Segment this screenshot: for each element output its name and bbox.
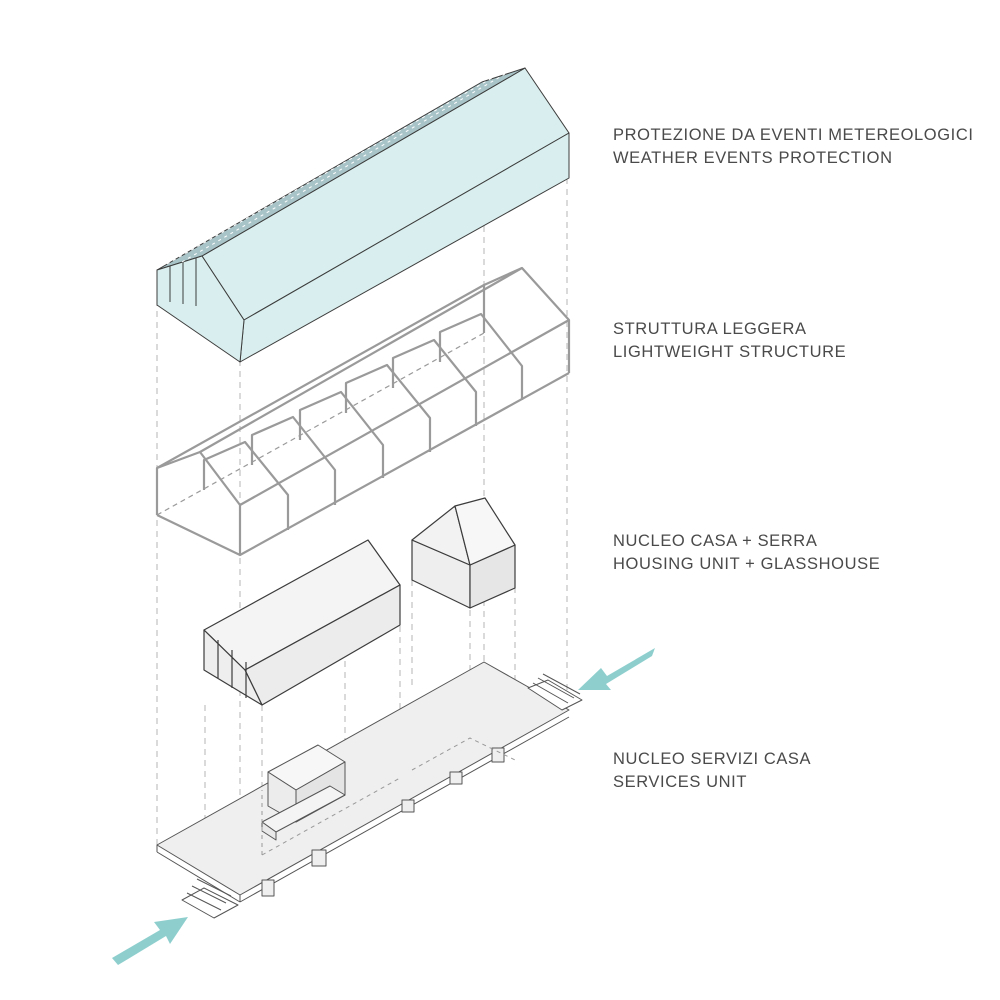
housing-layer — [203, 497, 516, 706]
stairs-front — [181, 878, 239, 919]
structure-layer — [155, 266, 571, 557]
platform-deck — [156, 661, 570, 896]
label-structure-italian: STRUTTURA LEGGERA — [613, 320, 807, 338]
label-roof-english: WEATHER EVENTS PROTECTION — [613, 149, 893, 167]
roof-layer — [156, 67, 570, 363]
services-layer — [156, 661, 583, 919]
label-services-italian: NUCLEO SERVIZI CASA — [613, 750, 812, 768]
label-services: NUCLEO SERVIZI CASA SERVICES UNIT — [613, 748, 811, 794]
housing-unit-roof-b — [454, 497, 516, 566]
roof-end-gable — [156, 255, 245, 363]
label-housing: NUCLEO CASA + SERRA HOUSING UNIT + GLASS… — [613, 530, 880, 576]
entry-arrow-icon — [112, 917, 188, 965]
label-roof-italian: PROTEZIONE DA EVENTI METEREOLOGICI — [613, 126, 974, 144]
label-services-english: SERVICES UNIT — [613, 773, 748, 791]
label-housing-italian: NUCLEO CASA + SERRA — [613, 532, 818, 550]
label-structure: STRUTTURA LEGGERA LIGHTWEIGHT STRUCTURE — [613, 318, 846, 364]
label-housing-english: HOUSING UNIT + GLASSHOUSE — [613, 555, 881, 573]
stairs-back — [527, 673, 583, 711]
entry-arrow-icon — [578, 648, 655, 690]
label-structure-english: LIGHTWEIGHT STRUCTURE — [613, 343, 847, 361]
label-roof: PROTEZIONE DA EVENTI METEREOLOGICI WEATH… — [613, 124, 974, 170]
